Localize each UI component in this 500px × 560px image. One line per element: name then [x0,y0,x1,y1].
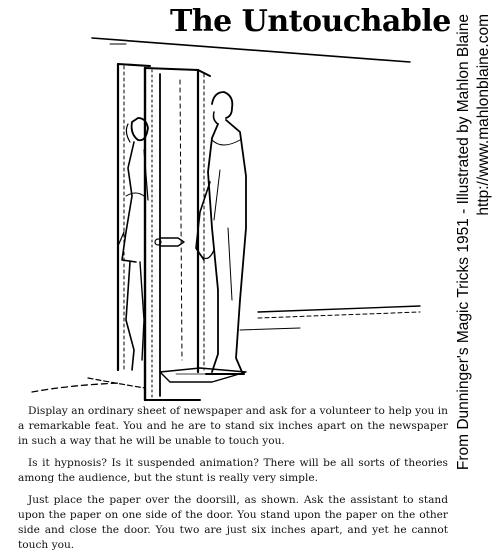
credit-line-source: From Dunninger's Magic Tricks 1951 - Ill… [455,14,472,471]
paragraph-3: Just place the paper over the doorsill, … [18,494,448,551]
paragraph-2: Is it hypnosis? Is it suspended animatio… [18,457,448,484]
paragraph-1: Display an ordinary sheet of newspaper a… [18,405,448,447]
article-body: Display an ordinary sheet of newspaper a… [18,404,448,560]
illustration-credit: From Dunninger's Magic Tricks 1951 - Ill… [454,8,496,484]
page-title: The Untouchable [170,4,451,39]
credit-line-url: http://www.mahlonblaine.com [475,14,492,216]
side-credit-wrapper: From Dunninger's Magic Tricks 1951 - Ill… [454,8,496,484]
